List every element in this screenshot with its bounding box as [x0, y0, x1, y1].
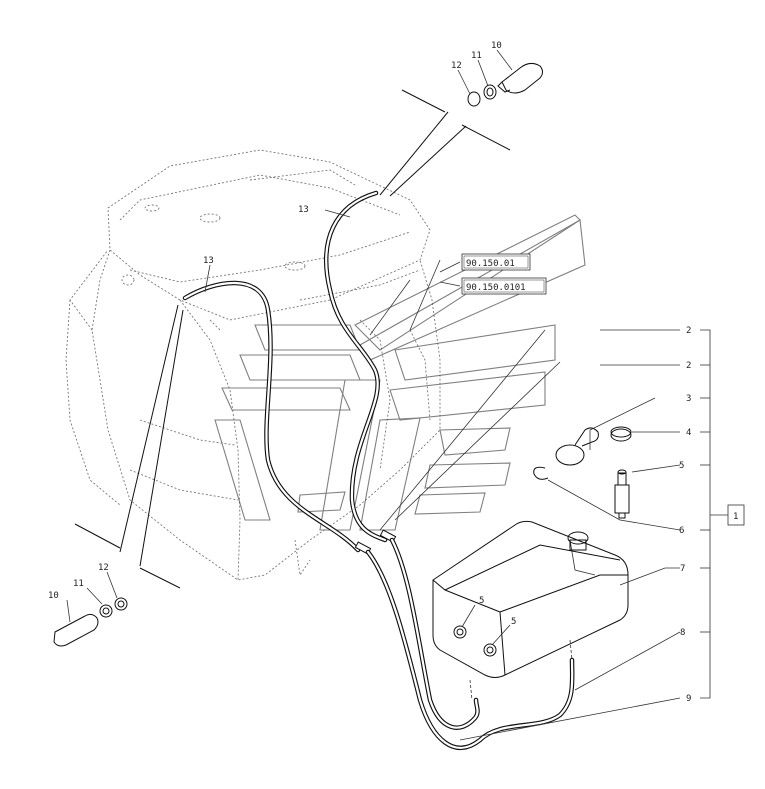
callout-13: 13 [203, 256, 214, 266]
break-lines [74, 89, 511, 589]
callout-5: 5 [511, 617, 516, 627]
hose-13 [182, 190, 388, 553]
nozzle-bottom [53, 597, 128, 647]
cab-outline [65, 149, 441, 581]
callout-11: 11 [73, 579, 84, 589]
callout-2: 2 [686, 361, 691, 371]
callout-12: 12 [98, 563, 109, 573]
reference-label: 90.150.0101 [466, 283, 526, 293]
callout-4: 4 [686, 428, 691, 438]
callout-1: 1 [733, 512, 738, 522]
reference-box: 90.150.01 90.150.0101 1 [461, 253, 745, 526]
callout-10: 10 [491, 41, 502, 51]
pump-5 [614, 469, 630, 519]
clamp-3 [555, 427, 599, 466]
callout-2: 2 [686, 326, 691, 336]
washer-tank [432, 520, 629, 701]
nozzle-top [467, 62, 543, 107]
callout-5: 5 [479, 596, 484, 606]
reference-label: 90.150.01 [466, 259, 515, 269]
callout-7: 7 [680, 564, 685, 574]
grommet-4 [610, 426, 632, 442]
callout-11: 11 [471, 51, 482, 61]
leader-lines [66, 49, 728, 741]
callout-8: 8 [680, 628, 685, 638]
callout-10: 10 [48, 591, 59, 601]
callout-12: 12 [451, 61, 462, 71]
clip-6 [533, 466, 549, 480]
callout-3: 3 [686, 394, 691, 404]
callouts: 10 11 12 13 13 10 11 12 2 2 3 4 5 6 7 8 … [48, 41, 691, 704]
callout-9: 9 [686, 694, 691, 704]
callout-6: 6 [679, 526, 684, 536]
hose-9 [365, 537, 575, 751]
callout-13: 13 [298, 205, 309, 215]
callout-5: 5 [679, 461, 684, 471]
